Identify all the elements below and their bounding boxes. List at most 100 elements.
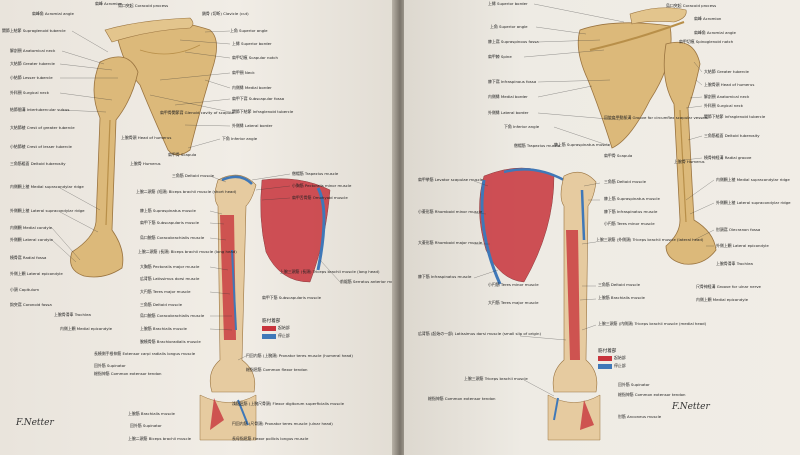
label-r-deltoid-2: 三角筋 Deltoid muscle [598,282,640,287]
legend-origin-swatch-right [598,356,612,361]
label-r-infraspinous: 棘下窩 Infraspinous fossa [488,79,537,84]
label-intertubercular: 結節間溝 Intertubercular sulcus [10,107,70,112]
legend-insertion-swatch [262,334,276,339]
label-r-spine: 肩甲棘 Spine [488,54,512,59]
label-infraglenoid: 関節下結節 Infraglenoid tubercle [232,109,294,114]
label-r-acromion: 肩峰 Acromion [694,16,722,21]
label-inferior-angle: 下角 Inferior angle [222,136,258,141]
scapula-posterior-muscle-view [479,167,555,283]
label-r-radial-groove: 橈骨神経溝 Radial groove [704,155,752,160]
label-teres-major: 大円筋 Teres major muscle [140,289,191,294]
label-biceps-tendon: 上腕二頭筋 Biceps brachii muscle [128,436,192,441]
label-r-scapula: 肩甲骨 Scapula [604,153,633,158]
label-radial-fossa: 橈骨窩 Radial fossa [10,255,47,260]
label-common-ext: 総指伸筋 Common extensor tendon [94,371,162,376]
label-supinator-2: 回外筋 Supinator [130,423,162,428]
label-acromial-angle: 肩峰角 Acromial angle [32,11,74,16]
label-r-infraspinatus-2: 棘下筋 Infraspinatus muscle [604,209,658,214]
legend-title: 筋付着部 [262,319,281,324]
label-r-trapezius: 僧帽筋 Trapezius muscle [514,143,561,148]
label-lateral-condyle: 外側顆 Lateral condyle [10,237,53,242]
label-brachialis-2: 上腕筋 Brachialis muscle [128,411,175,416]
label-deltoid: 三角筋 Deltoid muscle [172,173,214,178]
label-coronoid-fossa: 鈎突窩 Coronoid fossa [10,302,52,307]
label-omohyoid: 肩甲舌骨筋 Omohyoid muscle [292,195,348,200]
label-superior-border: 上縁 Superior border [232,41,272,46]
label-brachioradialis: 腕橈骨筋 Brachioradialis muscle [140,339,201,344]
label-coracoid: 烏口突起 Coracoid process [118,3,169,8]
label-ecr-longus: 長橈側手根伸筋 Extensor carpi radialis longus m… [94,351,196,356]
label-r-anat-neck: 解剖頸 Anatomical neck [704,94,750,99]
humerus-anterior [70,56,139,278]
label-r-humerus: 上腕骨 Humerus [674,159,705,164]
label-subscapularis-r: 肩甲下筋 Subscapularis muscle [262,295,321,300]
label-r-teres-major: 大円筋 Teres major muscle [488,300,539,305]
label-lateral-border: 外側縁 Lateral border [232,123,273,128]
label-medial-epicondyle: 内側上顆 Medial epicondyle [60,326,112,331]
label-medial-condyle: 内側顆 Medial condyle [10,225,53,230]
label-scapular-notch: 肩甲切痕 Scapular notch [232,55,279,60]
label-pec-minor: 小胸筋 Pectoralis minor muscle [292,183,352,188]
label-r-notch: 肩甲切痕 Spinoglenoid notch [679,39,734,44]
label-pectoralis-major: 大胸筋 Pectoralis major muscle [140,264,200,269]
label-greater-tubercle: 大結節 Greater tubercle [10,61,55,66]
label-head-humerus: 上腕骨頭 Head of humerus [121,135,172,140]
label-r-teres-minor-2: 小円筋 Teres minor muscle [604,221,655,226]
label-r-head: 上腕骨頭 Head of humerus [704,82,755,87]
label-r-circumflex: 回旋肩甲動脈溝 Groove for circumflex scapular v… [604,115,708,120]
scapula-posterior [577,22,672,149]
label-supraglenoid: 関節上結節 Supraglenoid tubercle [2,28,66,33]
legend-title-right: 筋付着部 [598,349,617,354]
label-r-medial-border: 内側縁 Medial border [488,94,528,99]
label-deltoid-tub: 三角筋粗面 Deltoid tuberosity [10,161,66,166]
label-trapezius: 僧帽筋 Trapezius muscle [292,171,339,176]
label-r-trochlea: 上腕骨滑車 Trochlea [716,261,753,266]
label-r-ulnar-nerve: 尺骨神経溝 Groove for ulnar nerve [696,284,761,289]
label-surgical-neck: 外科頸 Surgical neck [10,90,50,95]
label-trochlea: 上腕骨滑車 Trochlea [54,312,91,317]
scapula-anterior [117,21,217,156]
label-coracobrachialis-2: 烏口腕筋 Coracobrachialis muscle [140,313,205,318]
left-illustration [51,17,341,441]
legend-insertion-label-right: 停止部 [614,363,626,368]
label-pronator-ulnar: 円回内筋 (尺骨頭) Pronator teres muscle (ulnar … [232,421,333,426]
label-lesser-crest: 小結節稜 Crest of lesser tubercle [10,144,72,149]
label-subscapular-fossa: 肩甲下窩 Subscapular fossa [232,96,285,101]
label-anatomical-neck: 解剖頸 Anatomical neck [10,48,56,53]
label-r-acromial-angle: 肩峰角 Acromial angle [694,30,736,35]
right-illustration [473,3,717,441]
label-r-superior-angle: 上角 Superior angle [490,24,528,29]
label-pronator-teres: 円回内筋 (上腕頭) Pronator teres muscle (humera… [246,353,353,358]
label-r-deltoid: 三角筋 Deltoid muscle [604,179,646,184]
label-r-supraspinous: 棘上窩 Supraspinous fossa [488,39,539,44]
label-r-triceps: 上腕三頭筋 Triceps brachii muscle [464,376,528,381]
label-r-common-ext: 総指伸筋 Common extensor tendon [428,396,496,401]
label-r-latissimus: 広背筋 (起始の一部) Latissimus dorsi muscle (sma… [418,331,541,336]
label-lesser-tubercle: 小結節 Lesser tubercle [10,75,53,80]
label-superior-angle: 上角 Superior angle [230,28,268,33]
label-r-lateral-epi: 外側上顆 Lateral epicondyle [716,243,769,248]
label-fpl: 長母指屈筋 Flexor pollicis longus muscle [232,436,309,441]
humerus-posterior [663,41,717,265]
label-lateral-epicondyle: 外側上顆 Lateral epicondyle [10,271,63,276]
label-serratus: 前鋸筋 Serratus anterior muscle [340,279,402,284]
label-medial-sup-ridge: 内側顆上稜 Medial supracondylar ridge [10,184,84,189]
legend-insertion-swatch-right [598,364,612,369]
label-r-anconeus: 肘筋 Anconeus muscle [618,414,662,419]
label-r-rhomboid-major: 大菱形筋 Rhomboid major muscle [418,240,483,245]
label-r-supinator: 回外筋 Supinator [618,382,650,387]
label-greater-crest: 大結節稜 Crest of greater tubercle [10,125,75,130]
label-r-supraspinatus: 棘上筋 Supraspinatus muscle [554,142,610,147]
legend-origin-swatch [262,326,276,331]
artist-signature: F.Netter [16,418,54,428]
label-subscapularis: 肩甲下筋 Subscapularis muscle [140,220,199,225]
label-r-supraspinatus-2: 棘上筋 Supraspinatus muscle [604,196,660,201]
label-r-deltoid-tub: 三角筋粗面 Deltoid tuberosity [704,133,760,138]
label-r-medial-epi: 内側上顆 Medial epicondyle [696,297,748,302]
label-common-flexor: 総指屈筋 Common flexor tendon [246,367,308,372]
label-triceps-long: 上腕三頭筋 (長頭) Triceps brachii muscle (long … [280,269,380,274]
label-glenoid: 肩甲骨関節窩 Glenoid cavity of scapula [160,110,234,115]
label-r-medial-ridge: 内側顆上稜 Medial supracondylar ridge [716,177,790,182]
